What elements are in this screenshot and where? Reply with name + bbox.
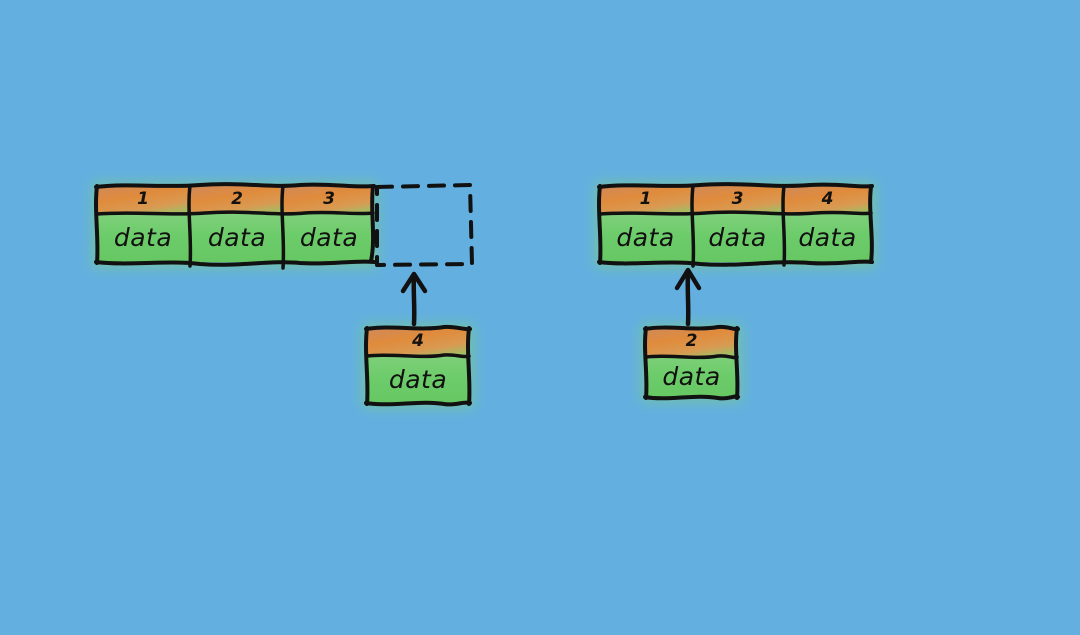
right-cell-3-body: data (783, 214, 872, 262)
left-cell-1[interactable]: 1 data (96, 186, 190, 262)
right-cell-1-header: 1 (599, 186, 692, 214)
right-cell-1[interactable]: 1 data (599, 186, 692, 262)
right-insert-arrow-shaft (685, 269, 691, 327)
left-cell-3-body: data (284, 214, 374, 262)
left-array-structure: 1 data 2 data 3 data (92, 182, 476, 268)
right-cell-3-index: 4 (821, 188, 834, 209)
insert-node-4-body: data (366, 356, 470, 404)
right-array-structure: 1 data 3 data 4 data (595, 182, 876, 268)
insert-node-4-cell: 4 data (366, 328, 470, 404)
left-cell-3-index: 3 (323, 188, 335, 209)
right-cell-3[interactable]: 4 data (783, 186, 872, 262)
insert-node-2-cell: 2 data (645, 328, 738, 398)
left-cell-2-value: data (207, 222, 267, 252)
left-cell-2-body: data (190, 214, 284, 262)
right-cell-1-index: 1 (639, 188, 652, 209)
insert-node-2-value: data (662, 361, 721, 391)
left-cell-1-value: data (113, 222, 173, 252)
right-cell-2[interactable]: 3 data (692, 186, 783, 262)
insert-node-2[interactable]: 2 data (641, 324, 742, 402)
insert-node-2-header: 2 (645, 328, 738, 356)
left-insert-arrow-head (400, 271, 428, 294)
right-cell-2-header: 3 (692, 186, 783, 214)
right-cell-1-value: data (616, 222, 675, 252)
left-cell-3-header: 3 (284, 186, 374, 214)
insert-node-2-index: 2 (685, 330, 698, 351)
insert-node-2-body: data (645, 356, 738, 398)
left-cell-1-index: 1 (137, 188, 149, 209)
right-cell-2-body: data (692, 214, 783, 262)
left-cell-3-value: data (299, 222, 359, 252)
right-cell-3-header: 4 (783, 186, 872, 214)
left-cell-2[interactable]: 2 data (190, 186, 284, 262)
insert-node-4-index: 4 (412, 330, 424, 351)
left-cell-4-empty-slot[interactable] (377, 183, 475, 265)
right-cell-2-index: 3 (731, 188, 744, 209)
right-cell-3-value: data (798, 222, 857, 252)
right-cell-1-body: data (599, 214, 692, 262)
insert-node-4-value: data (388, 364, 448, 394)
left-cell-1-body: data (96, 214, 190, 262)
left-insert-arrow-shaft (411, 273, 417, 327)
right-insert-arrow-head (674, 267, 702, 291)
right-cell-2-value: data (708, 222, 767, 252)
insert-node-4[interactable]: 4 data (362, 324, 474, 408)
left-cell-3[interactable]: 3 data (284, 186, 374, 262)
insert-node-4-header: 4 (366, 328, 470, 356)
left-cell-2-index: 2 (231, 188, 243, 209)
left-cell-1-header: 1 (96, 186, 190, 214)
left-cell-2-header: 2 (190, 186, 284, 214)
